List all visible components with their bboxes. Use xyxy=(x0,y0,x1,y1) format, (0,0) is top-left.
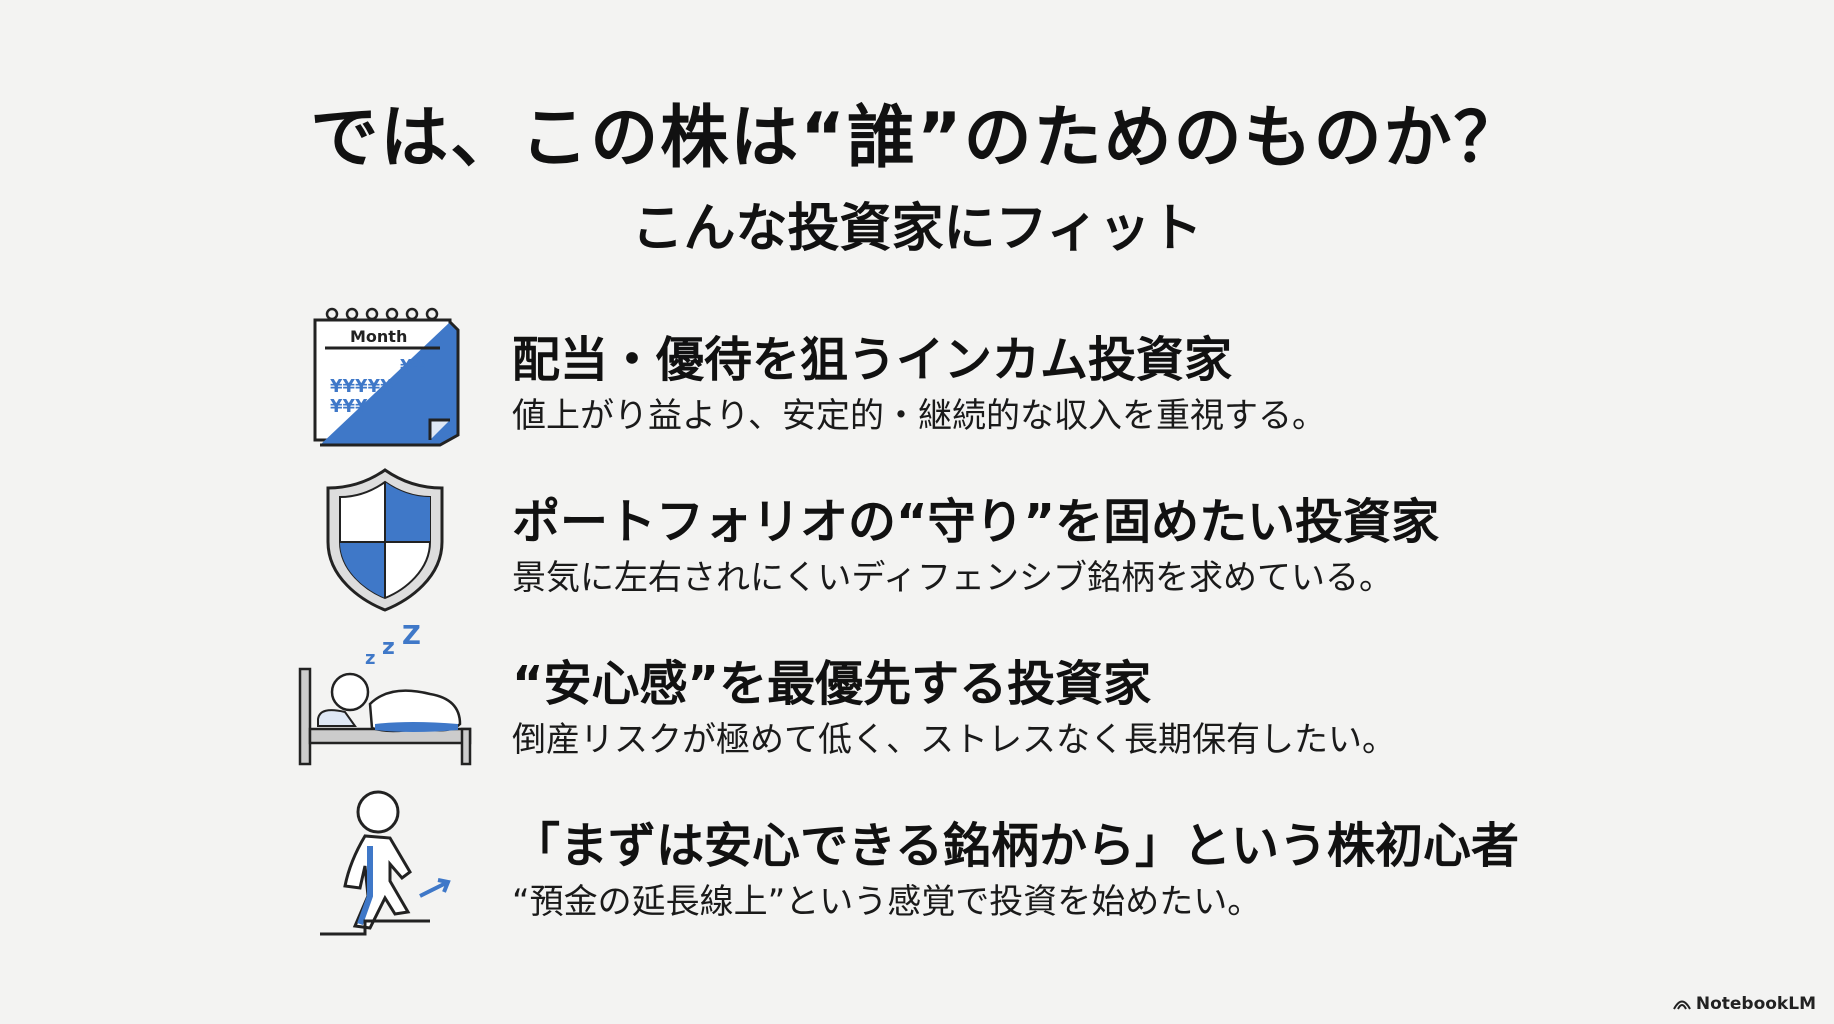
svg-text:Z: Z xyxy=(402,624,421,651)
calendar-icon: Month ¥¥ ¥¥¥¥¥ ¥¥¥ xyxy=(313,307,460,447)
svg-text:¥¥¥¥¥: ¥¥¥¥¥ xyxy=(330,376,393,397)
brand-name: NotebookLM xyxy=(1695,994,1816,1014)
investor-type-income: Month ¥¥ ¥¥¥¥¥ ¥¥¥ 配当・優待を狙うインカム投資家 値上がり益… xyxy=(290,300,1690,450)
svg-text:¥¥¥: ¥¥¥ xyxy=(330,396,368,417)
investor-type-peace-of-mind: z z Z “安心感”を最優先する投資家 倒産リスクが極めて低く、ストレスなく長… xyxy=(290,624,1690,774)
investor-type-beginner: 「まずは安心できる銘柄から」という株初心者 “預金の延長線上”という感覚で投資を… xyxy=(290,786,1690,936)
page-title: では、この株は“誰”のためのものか？ xyxy=(310,99,1524,178)
item-heading: 「まずは安心できる銘柄から」という株初心者 xyxy=(512,818,1520,874)
item-heading: ポートフォリオの“守り”を固めたい投資家 xyxy=(512,494,1440,550)
notebooklm-logo: NotebookLM xyxy=(1672,994,1816,1014)
item-description: 景気に左右されにくいディフェンシブ銘柄を求めている。 xyxy=(512,558,1393,598)
item-heading: 配当・優待を狙うインカム投資家 xyxy=(512,332,1233,388)
svg-text:¥¥: ¥¥ xyxy=(400,356,426,377)
shield-icon xyxy=(326,468,444,612)
sleeping-person-icon: z z Z xyxy=(298,624,472,766)
svg-text:z: z xyxy=(365,648,375,669)
notebooklm-icon xyxy=(1672,1000,1691,1010)
page-subtitle: こんな投資家にフィット xyxy=(631,199,1203,259)
item-description: “預金の延長線上”という感覚で投資を始めたい。 xyxy=(512,882,1262,922)
investor-type-defensive: ポートフォリオの“守り”を固めたい投資家 景気に左右されにくいディフェンシブ銘柄… xyxy=(290,462,1690,612)
svg-text:z: z xyxy=(382,635,395,660)
person-climbing-step-icon xyxy=(320,790,451,936)
item-description: 倒産リスクが極めて低く、ストレスなく長期保有したい。 xyxy=(512,720,1396,760)
svg-text:Month: Month xyxy=(350,327,407,346)
item-description: 値上がり益より、安定的・継続的な収入を重視する。 xyxy=(512,396,1326,436)
item-heading: “安心感”を最優先する投資家 xyxy=(512,656,1152,712)
